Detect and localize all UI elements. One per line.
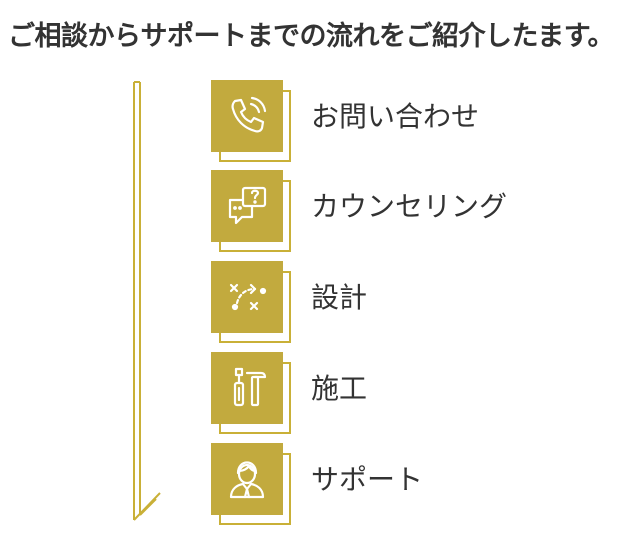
tools-icon (233, 367, 267, 407)
step-inquiry: お問い合わせ (211, 80, 611, 162)
step-label: お問い合わせ (311, 100, 480, 133)
step-counseling: カウンセリング (211, 170, 611, 252)
step-icon-box (211, 352, 283, 424)
support-person-icon (229, 461, 265, 499)
flow-arrow (133, 81, 161, 521)
step-icon-box (211, 443, 283, 515)
step-icon-box (211, 261, 283, 333)
step-icon-box (211, 80, 283, 152)
phone-icon (231, 96, 267, 133)
step-label: カウンセリング (311, 190, 508, 223)
step-icon-box (211, 170, 283, 242)
step-support: サポート (211, 443, 611, 525)
strategy-plan-icon (229, 283, 267, 311)
step-label: 設計 (311, 281, 368, 314)
step-construction: 施工 (211, 352, 611, 434)
step-label: サポート (311, 463, 424, 496)
chat-question-icon (228, 186, 267, 225)
step-design: 設計 (211, 261, 611, 343)
step-label: 施工 (311, 372, 368, 405)
page-title: ご相談からサポートまでの流れをご紹介したます。 (8, 21, 615, 52)
